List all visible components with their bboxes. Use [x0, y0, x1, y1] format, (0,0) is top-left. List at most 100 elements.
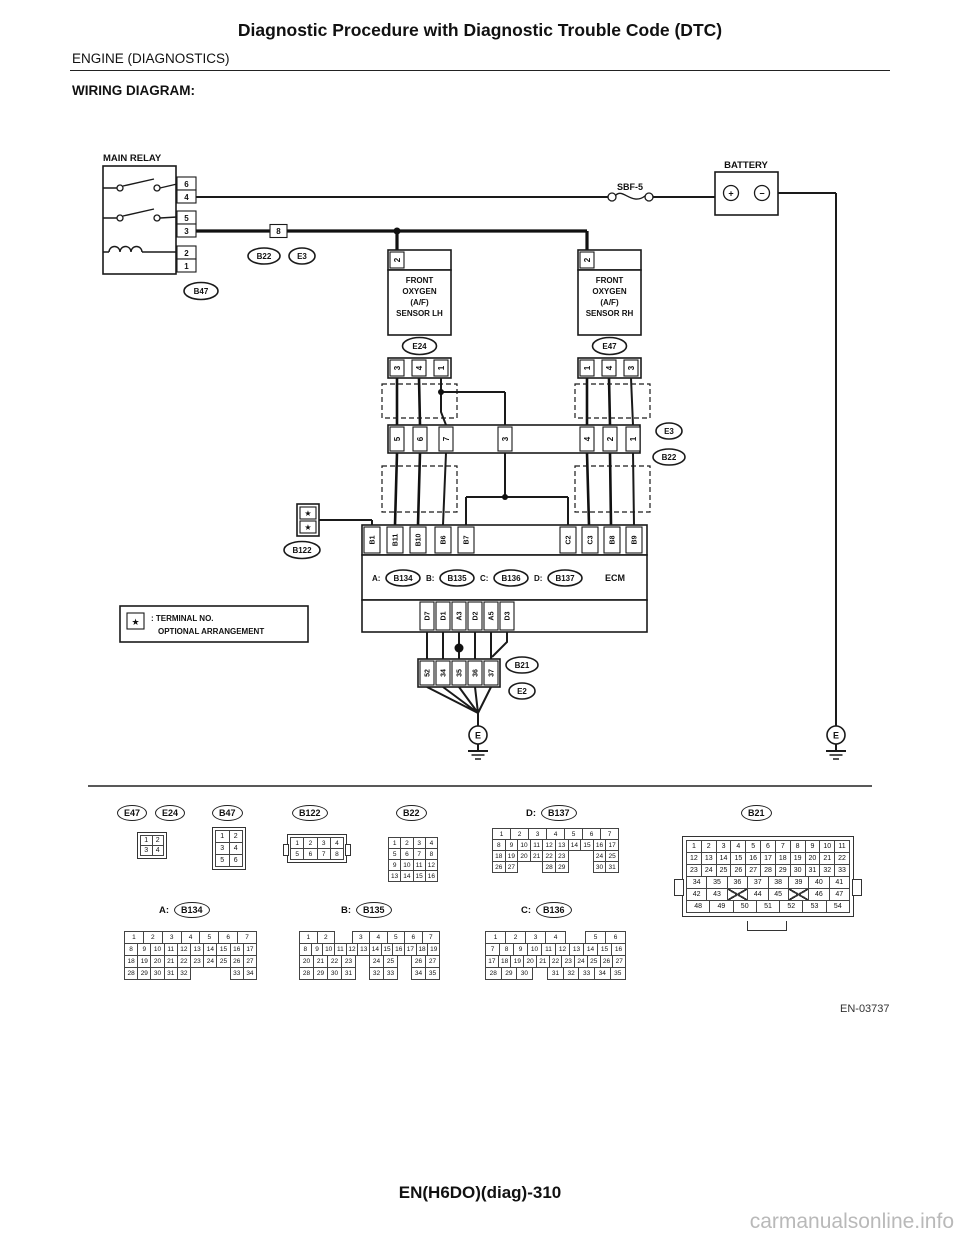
pin-cell: 28	[485, 967, 502, 980]
pin-cell: 29	[313, 967, 328, 980]
pin-cell: 53	[802, 900, 827, 913]
pin-gap	[580, 861, 594, 873]
b47-oval	[183, 281, 219, 301]
b22-pinout-label: B22	[396, 805, 427, 821]
wiring-diagram: MAIN RELAY 6 4 5 3 2 1	[88, 153, 872, 787]
pin-gap	[190, 967, 204, 980]
main-relay-pins: 6 4 5 3 2 1	[176, 176, 197, 273]
pin-cell: 7	[316, 848, 331, 860]
e47-oval-label: E47	[602, 342, 617, 351]
b134-pinout-label: B134	[174, 902, 210, 918]
b22-mid-oval-label: B22	[662, 453, 677, 462]
pin-cell: 35	[425, 967, 440, 980]
ecm-lower-pin: D3	[505, 611, 512, 620]
pin-cell: 28	[299, 967, 314, 980]
fuse-label: SBF-5	[617, 182, 643, 192]
main-relay: MAIN RELAY 6 4 5 3 2 1	[102, 153, 219, 301]
pin-cell: 13	[388, 870, 402, 882]
ecm-name: ECM	[605, 573, 625, 583]
pin-cell: 27	[504, 861, 519, 873]
sensor-rh-name: FRONT	[596, 276, 624, 285]
ecm-pin: B6	[441, 535, 448, 544]
pin-cell: 30	[516, 967, 533, 980]
e3-mid-oval-label: E3	[664, 427, 674, 436]
ecm-d-prefix: D:	[534, 574, 542, 583]
mid-pin: 5	[393, 436, 402, 441]
pin-cell: 51	[755, 900, 781, 913]
pin-gap	[530, 861, 544, 873]
pin-cell: 27	[425, 955, 440, 968]
legend-box: ★ : TERMINAL NO. OPTIONAL ARRANGEMENT	[119, 605, 309, 643]
mid-pin: 6	[416, 436, 425, 441]
ecm-lower-pin: D1	[441, 611, 448, 620]
ecm-lower-pin: D2	[473, 611, 480, 620]
b135-pinout-label: B135	[356, 902, 392, 918]
pin-cell: 30	[327, 967, 342, 980]
ecm-pin: B10	[416, 533, 423, 546]
pin-cell: 8	[329, 848, 344, 860]
wires	[196, 192, 837, 726]
mid-pin: 7	[442, 436, 451, 441]
ground-label: E	[833, 731, 839, 741]
fuse-element	[615, 192, 646, 200]
pin-cell: 32	[176, 967, 192, 980]
section-heading: WIRING DIAGRAM:	[72, 83, 195, 98]
sensor-rh-pin: 4	[605, 365, 614, 370]
ecm-pin: B9	[632, 535, 639, 544]
b137-prefix: D:	[526, 808, 537, 819]
mid-pin: 3	[501, 436, 510, 441]
front-oxygen-sensor-rh: 2 FRONT OXYGEN (A/F) SENSOR RH E47 1 4 3	[577, 249, 642, 379]
relay-pin-label: 5	[184, 214, 189, 223]
lower-pin: 37	[489, 669, 496, 677]
pin-cell: 48	[686, 900, 711, 913]
sensor-lh-name: SENSOR LH	[396, 309, 443, 318]
pin-cell: 31	[547, 967, 564, 980]
star-icon: ★	[131, 617, 139, 627]
pin-cell: 33	[834, 864, 850, 877]
pin-cell: 8	[424, 848, 438, 860]
fuse-sbf5: SBF-5	[607, 182, 654, 202]
sensor-lh-name: OXYGEN	[402, 287, 436, 296]
relay-pin-label: 4	[184, 193, 189, 202]
lower-pin: 52	[425, 669, 432, 677]
ecm-lower-pin: A3	[457, 611, 464, 620]
ecm-pin: C2	[566, 535, 573, 544]
b135-oval-label: B135	[447, 574, 467, 583]
ecm-pin: C3	[588, 535, 595, 544]
b47-oval-label: B47	[194, 287, 209, 296]
pin-cell: 16	[424, 870, 438, 882]
sensor-rh-name: OXYGEN	[592, 287, 626, 296]
pin-cell: 14	[400, 870, 414, 882]
e24-oval-label: E24	[412, 342, 427, 351]
pin-cell: 30	[150, 967, 165, 980]
b122-connector: ★ ★ B122	[283, 503, 321, 560]
ground-right: E	[826, 725, 846, 760]
ground-label: E	[475, 731, 481, 741]
b21-pinout-label: B21	[741, 805, 772, 821]
pin-cell: 6	[228, 854, 243, 867]
e2-oval-label: E2	[517, 687, 527, 696]
relay-pin-label: 2	[184, 249, 189, 258]
mid-pin: 4	[583, 436, 592, 441]
sensor-lh-pin: 4	[415, 365, 424, 370]
sensor-rh-name: (A/F)	[600, 298, 619, 307]
ecm-pin: B7	[464, 535, 471, 544]
ecm: B1 B11 B10 B6 B7 C2 C3 B8 B9 A: B134 B: …	[361, 524, 648, 633]
pin-cell: 34	[593, 967, 611, 980]
pin-gap	[517, 861, 531, 873]
lower-pin: 35	[457, 669, 464, 677]
